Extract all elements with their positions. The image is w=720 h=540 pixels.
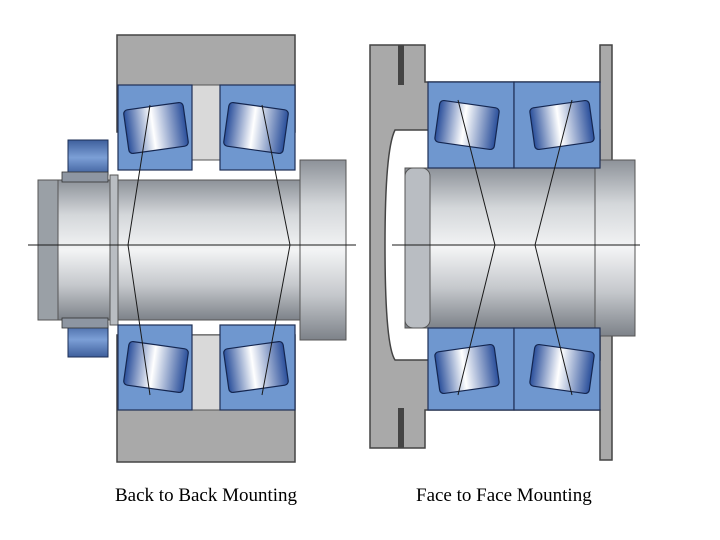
- lower-bearing-pair: [427, 327, 601, 411]
- back-to-back-assembly: [28, 34, 356, 463]
- shaft: [37, 179, 347, 321]
- lock-nut: [61, 139, 109, 358]
- upper-bearing-pair: [427, 81, 601, 169]
- caption-back-to-back: Back to Back Mounting: [115, 485, 298, 506]
- upper-bearing-pair: [117, 84, 296, 171]
- lower-bearing-pair: [117, 324, 296, 411]
- caption-face-to-face: Face to Face Mounting: [416, 485, 592, 506]
- face-to-face-assembly: [369, 44, 640, 461]
